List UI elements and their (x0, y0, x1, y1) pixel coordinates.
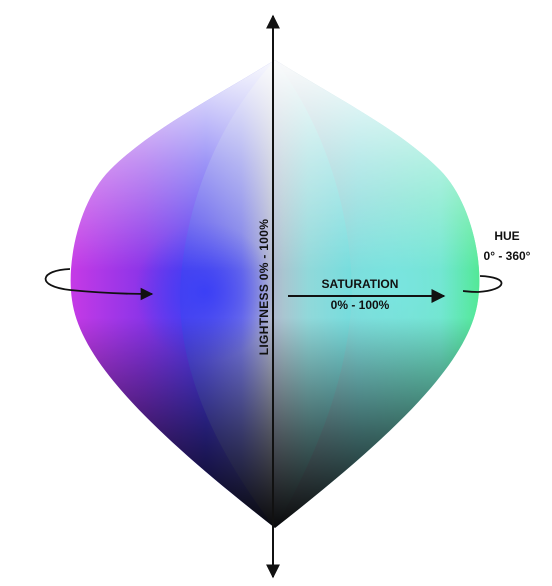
hue-rotation-arrow-left (44, 268, 154, 301)
hue-range-label: 0° - 360° (484, 249, 531, 263)
hue-rotation-arrow-right (462, 275, 503, 293)
saturation-label: SATURATION (322, 277, 399, 291)
saturation-range-label: 0% - 100% (331, 298, 390, 312)
lightness-label: LIGHTNESS 0% - 100% (257, 219, 271, 355)
hue-label: HUE (494, 229, 519, 243)
